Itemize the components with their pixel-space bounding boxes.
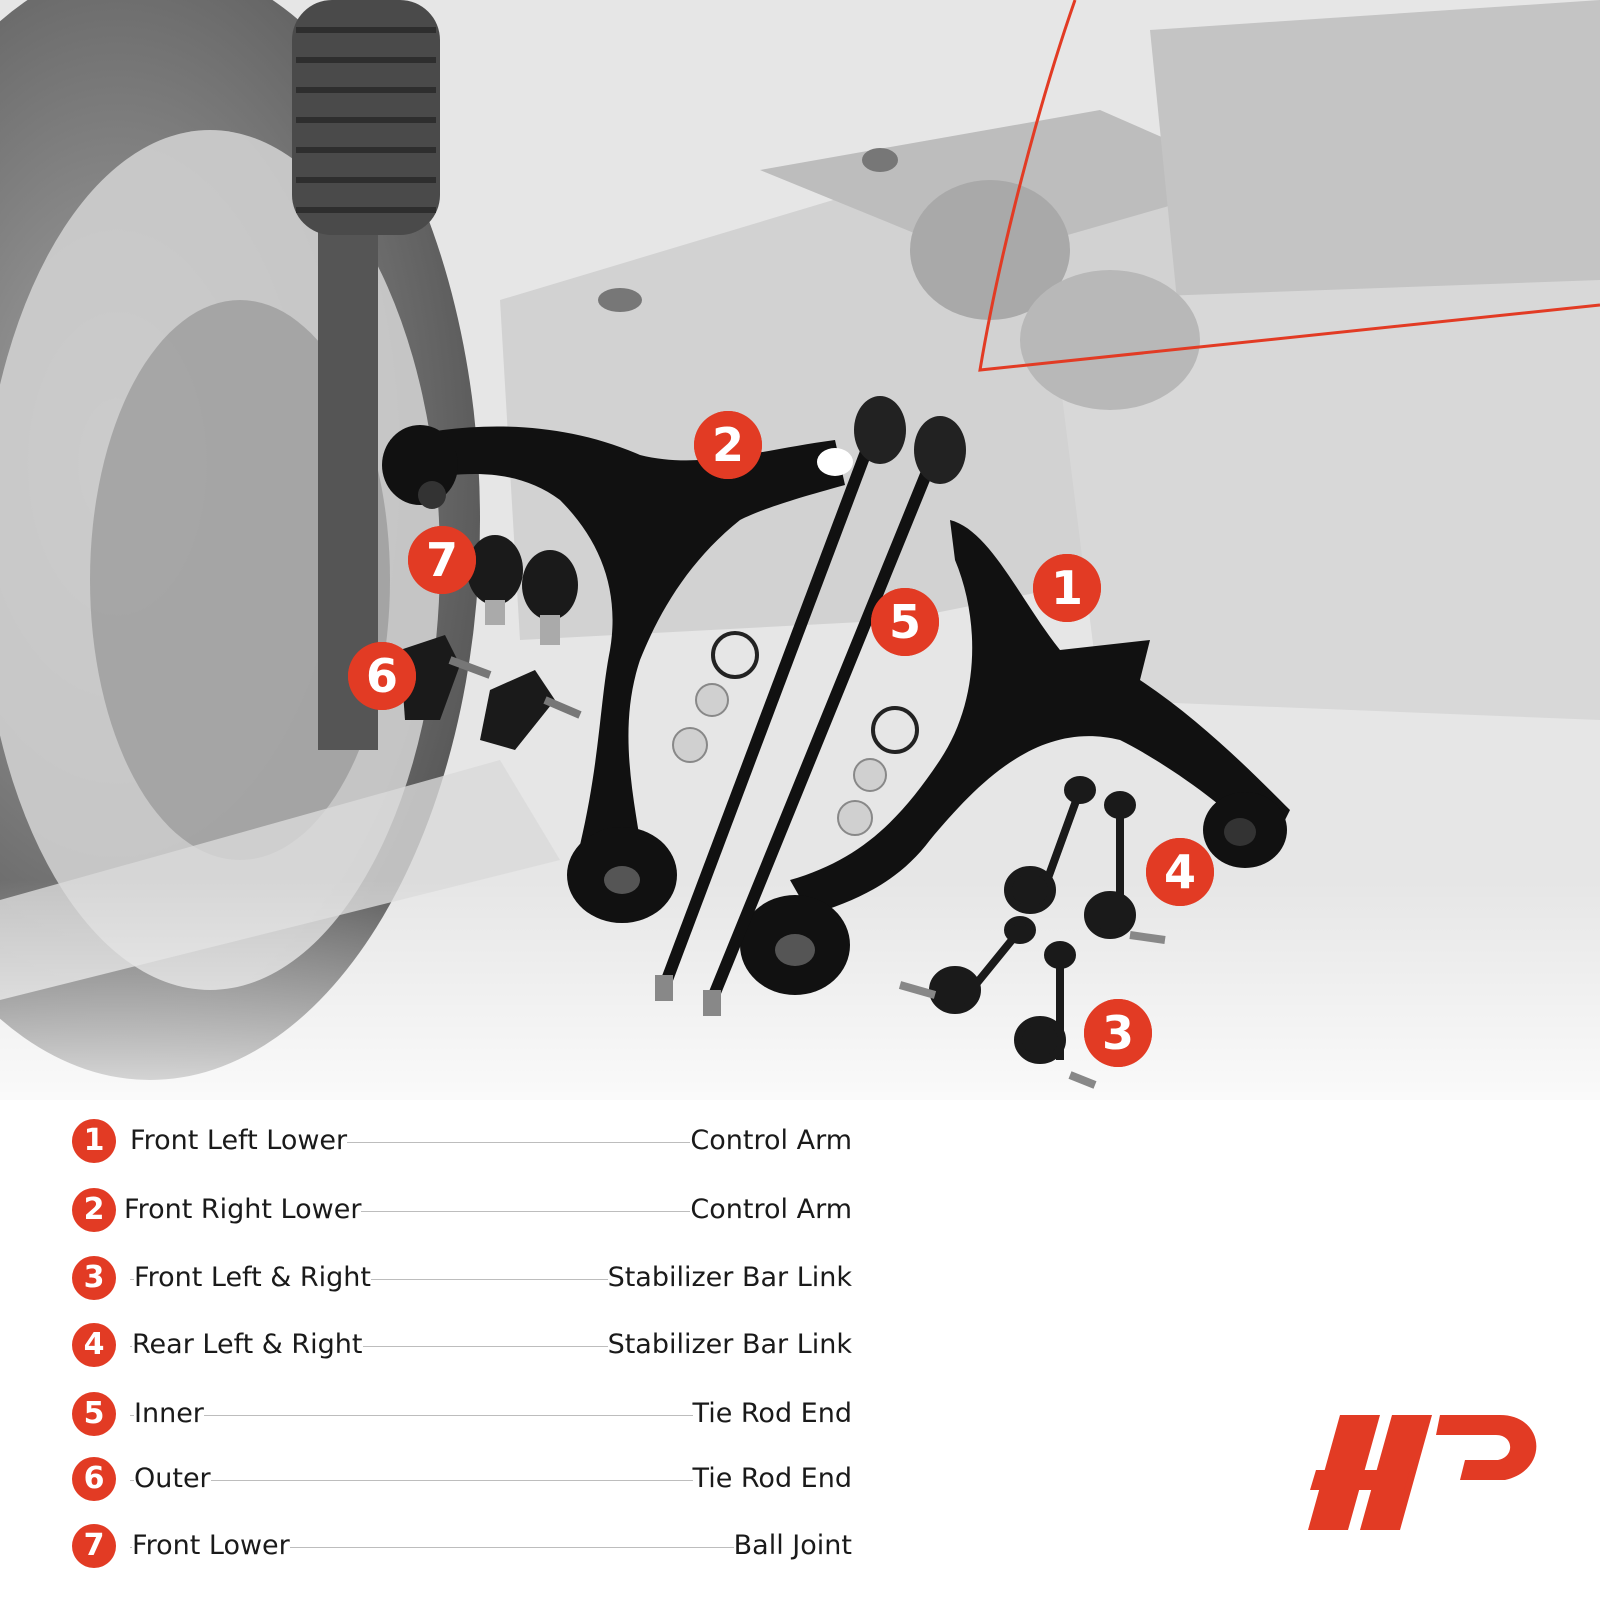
legend-row: 5 Inner Tie Rod End bbox=[72, 1388, 852, 1438]
inner-tie-rods bbox=[655, 396, 966, 1016]
leader-line bbox=[130, 1279, 852, 1280]
stabilizer-bar-links bbox=[898, 776, 1166, 1089]
washers bbox=[672, 631, 919, 836]
legend-part-type: Control Arm bbox=[690, 1192, 852, 1228]
outer-tie-rod-ends bbox=[400, 635, 582, 750]
legend-row: 3 Front Left & Right Stabilizer Bar Link bbox=[72, 1252, 852, 1302]
legend-number-badge: 5 bbox=[72, 1392, 116, 1436]
legend-part-position: Front Left & Right bbox=[134, 1260, 371, 1296]
leader-line bbox=[130, 1480, 852, 1481]
legend-part-type: Ball Joint bbox=[733, 1528, 852, 1564]
legend-row: 4 Rear Left & Right Stabilizer Bar Link bbox=[72, 1319, 852, 1369]
callout-label-1: 1 bbox=[1033, 554, 1101, 622]
leader-line bbox=[130, 1346, 852, 1347]
ball-joints bbox=[467, 535, 578, 645]
legend-row: 1 Front Left Lower Control Arm bbox=[72, 1115, 852, 1165]
legend-row: 2 Front Right Lower Control Arm bbox=[72, 1184, 852, 1234]
callout-label-3: 3 bbox=[1084, 999, 1152, 1067]
legend-row: 7 Front Lower Ball Joint bbox=[72, 1520, 852, 1570]
legend-number-badge: 4 bbox=[72, 1323, 116, 1367]
legend-part-position: Front Right Lower bbox=[124, 1192, 362, 1228]
control-arm-front-right bbox=[382, 425, 853, 923]
legend-part-position: Outer bbox=[134, 1461, 211, 1497]
callout-label-2: 2 bbox=[694, 411, 762, 479]
leader-line bbox=[130, 1142, 852, 1143]
legend-part-type: Control Arm bbox=[690, 1123, 852, 1159]
legend-part-type: Tie Rod End bbox=[692, 1396, 852, 1432]
brand-logo bbox=[1308, 1415, 1537, 1530]
control-arm-front-left bbox=[740, 520, 1290, 995]
leader-line bbox=[130, 1547, 852, 1548]
legend-part-position: Rear Left & Right bbox=[132, 1327, 363, 1363]
legend-number-badge: 6 bbox=[72, 1457, 116, 1501]
leader-line bbox=[130, 1415, 852, 1416]
legend-part-position: Front Lower bbox=[132, 1528, 290, 1564]
legend-number-badge: 7 bbox=[72, 1524, 116, 1568]
callout-label-7: 7 bbox=[408, 526, 476, 594]
legend-part-type: Tie Rod End bbox=[692, 1461, 852, 1497]
callout-label-4: 4 bbox=[1146, 838, 1214, 906]
leader-line bbox=[130, 1211, 852, 1212]
legend-row: 6 Outer Tie Rod End bbox=[72, 1453, 852, 1503]
legend-number-badge: 1 bbox=[72, 1119, 116, 1163]
legend-part-type: Stabilizer Bar Link bbox=[607, 1327, 852, 1363]
legend-number-badge: 2 bbox=[72, 1188, 116, 1232]
legend-part-position: Inner bbox=[134, 1396, 204, 1432]
legend-part-position: Front Left Lower bbox=[130, 1123, 348, 1159]
legend-part-type: Stabilizer Bar Link bbox=[607, 1260, 852, 1296]
legend-number-badge: 3 bbox=[72, 1256, 116, 1300]
callout-label-5: 5 bbox=[871, 588, 939, 656]
callout-label-6: 6 bbox=[348, 642, 416, 710]
